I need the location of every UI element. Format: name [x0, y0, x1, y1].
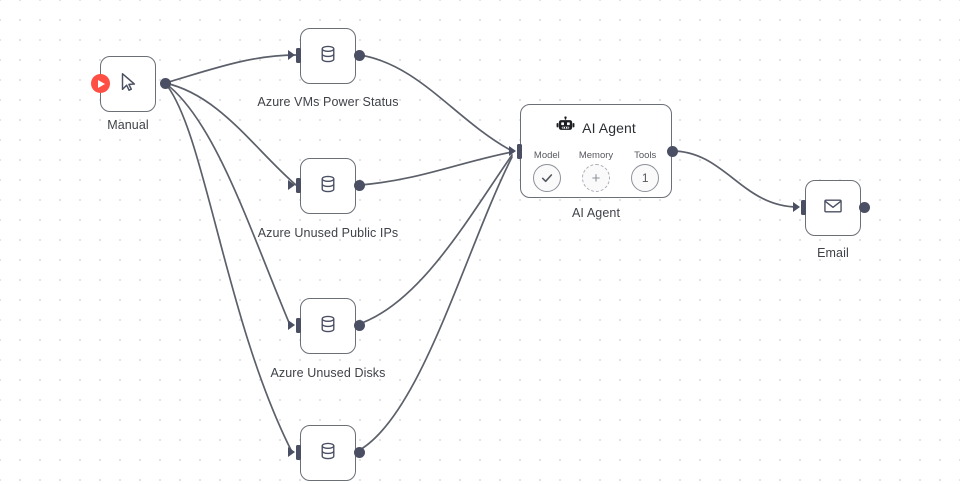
edge-fourth-tool-to-ai-agent [355, 156, 513, 453]
ai-agent-title: AI Agent [582, 120, 636, 136]
edge-manual-to-vms-power-status [164, 54, 297, 84]
node-label-azure-unused-public-ips: Azure Unused Public IPs [257, 226, 399, 240]
subport-memory-plus: + [591, 169, 601, 187]
port-out-ai-agent[interactable] [667, 146, 678, 157]
port-in-arrow-azure-vms-power-status [288, 50, 295, 60]
node-fourth-tool[interactable] [300, 425, 356, 481]
node-label-email: Email [817, 246, 849, 260]
port-in-arrow-azure-unused-disks [288, 320, 295, 330]
port-in-azure-unused-disks[interactable] [296, 318, 301, 333]
envelope-icon [822, 195, 844, 222]
node-label-ai-agent: AI Agent [571, 206, 621, 220]
subport-tools-count: 1 [641, 171, 649, 185]
manual-trigger-play-button[interactable] [91, 74, 110, 93]
port-out-fourth-tool[interactable] [354, 447, 365, 458]
edge-ai-agent-to-email [671, 150, 799, 208]
play-icon [98, 79, 105, 88]
plus-circle-dashed-icon[interactable]: + [582, 164, 610, 192]
edge-manual-to-unused-disks [164, 82, 291, 326]
node-email[interactable] [805, 180, 861, 236]
ai-agent-subport-model[interactable]: Model [532, 150, 561, 192]
node-label-azure-vms-power-status: Azure VMs Power Status [257, 95, 399, 109]
port-out-azure-vms-power-status[interactable] [354, 50, 365, 61]
port-in-arrow-azure-unused-public-ips [288, 180, 295, 190]
ai-agent-header: AI Agent [556, 116, 636, 140]
port-in-email[interactable] [801, 200, 806, 215]
subport-label-model: Model [533, 150, 560, 161]
node-label-azure-unused-disks: Azure Unused Disks [270, 366, 386, 380]
edge-manual-to-fourth-tool [164, 82, 293, 453]
node-manual-trigger[interactable] [100, 56, 156, 112]
node-azure-unused-disks[interactable] [300, 298, 356, 354]
subport-label-tools: Tools [634, 150, 657, 161]
port-out-azure-unused-disks[interactable] [354, 320, 365, 331]
port-out-azure-unused-public-ips[interactable] [354, 180, 365, 191]
robot-icon [556, 116, 575, 140]
node-azure-unused-public-ips[interactable] [300, 158, 356, 214]
node-label-manual: Manual [107, 118, 149, 132]
port-in-azure-unused-public-ips[interactable] [296, 178, 301, 193]
subport-label-memory: Memory [578, 150, 614, 161]
port-in-arrow-fourth-tool [288, 447, 295, 457]
database-icon [317, 43, 339, 70]
cursor-pointer-icon [117, 71, 139, 98]
port-in-ai-agent[interactable] [517, 144, 522, 159]
ai-agent-subports: Model Memory + Tools 1 [532, 150, 660, 192]
node-ai-agent[interactable]: AI Agent Model Memory + Tools [520, 104, 672, 198]
port-in-azure-vms-power-status[interactable] [296, 48, 301, 63]
node-azure-vms-power-status[interactable] [300, 28, 356, 84]
check-circle-icon[interactable] [532, 164, 561, 192]
port-in-fourth-tool[interactable] [296, 445, 301, 460]
port-in-arrow-ai-agent [509, 146, 516, 156]
ai-agent-subport-tools[interactable]: Tools 1 [631, 150, 660, 192]
port-out-email[interactable] [859, 202, 870, 213]
port-in-arrow-email [793, 202, 800, 212]
ai-agent-subport-memory[interactable]: Memory + [579, 150, 613, 192]
count-circle-icon[interactable]: 1 [631, 164, 660, 192]
database-icon [317, 440, 339, 467]
edge-unused-public-ips-to-ai-agent [359, 151, 513, 186]
database-icon [317, 173, 339, 200]
edge-unused-disks-to-ai-agent [355, 154, 513, 326]
database-icon [317, 313, 339, 340]
port-out-manual[interactable] [160, 78, 171, 89]
